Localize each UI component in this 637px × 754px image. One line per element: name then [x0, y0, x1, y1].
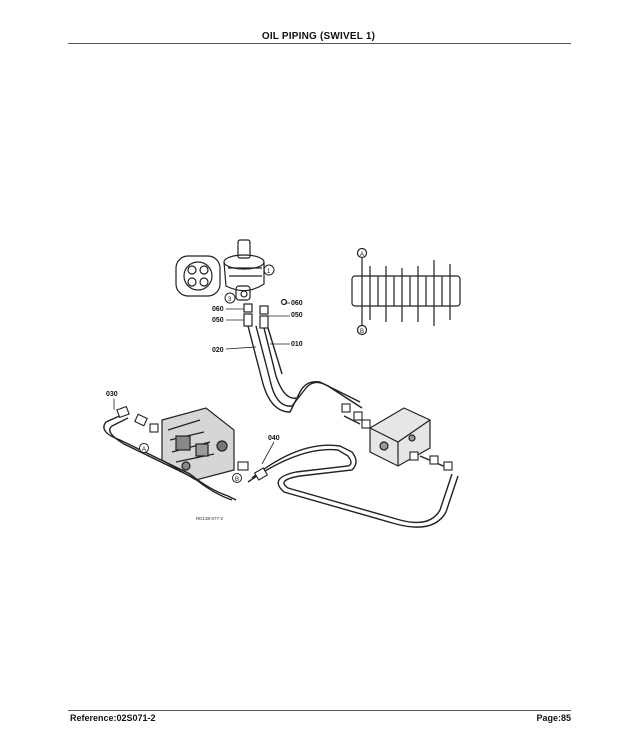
- hose-fittings: [116, 403, 453, 481]
- footer-page-number: Page:85: [536, 713, 571, 723]
- callout-030: 030: [106, 391, 118, 398]
- swivel-joint: [223, 239, 265, 301]
- drawing-code: RD138-077-2: [196, 516, 224, 521]
- callout-1-label: 1: [267, 269, 271, 275]
- callout-circle-1: [263, 264, 275, 276]
- valve-port-b-label: B: [360, 329, 364, 335]
- hose-port-b-label: B: [235, 477, 239, 483]
- hoses-lower: [103, 413, 459, 528]
- main-control-valve: [161, 407, 235, 481]
- header-rule: [68, 43, 571, 44]
- hose-port-a-label: A: [142, 447, 146, 453]
- swivel-top-view: [175, 255, 221, 297]
- callout-060-right: 060: [291, 300, 303, 307]
- page-title: OIL PIPING (SWIVEL 1): [261, 31, 376, 42]
- hose-port-b-circle: [232, 473, 242, 483]
- callout-050-right: 050: [291, 312, 303, 319]
- right-valve-block: [369, 407, 431, 467]
- swivel-fittings: [243, 298, 288, 329]
- callout-020: 020: [212, 347, 224, 354]
- callout-060-left: 060: [212, 306, 224, 313]
- valve-port-a-label: A: [360, 252, 364, 258]
- callout-circle-3: [224, 292, 236, 304]
- hose-port-a-circle: [139, 443, 149, 453]
- control-valve-inset: [351, 247, 461, 336]
- footer-reference: Reference:02S071-2: [70, 713, 156, 723]
- footer-rule: [68, 710, 571, 711]
- callout-050-left: 050: [212, 317, 224, 324]
- callout-010: 010: [291, 341, 303, 348]
- callout-040: 040: [268, 435, 280, 442]
- callout-3-label: 3: [228, 297, 232, 303]
- hoses-swivel: [247, 325, 363, 413]
